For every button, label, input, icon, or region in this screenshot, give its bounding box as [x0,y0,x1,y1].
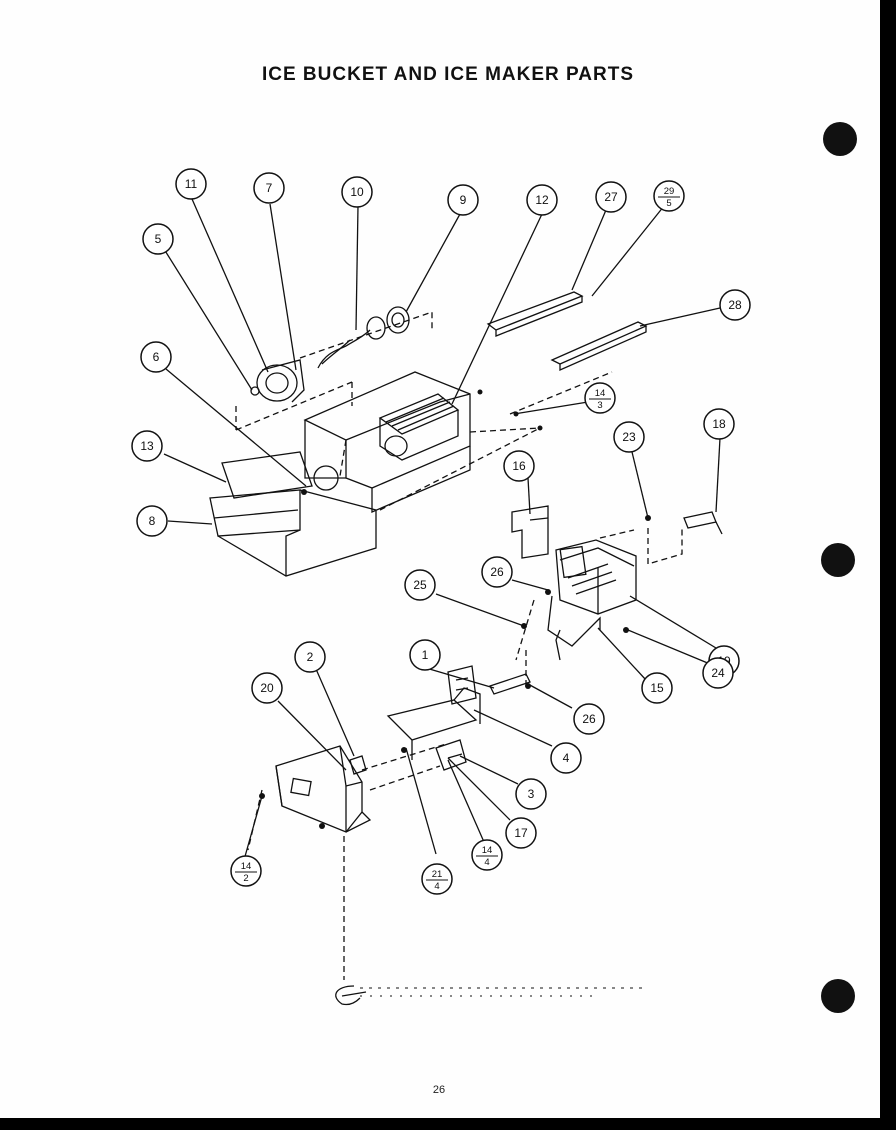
callout-12: 12 [526,184,558,216]
callout-20: 20 [251,672,283,704]
svg-text:6: 6 [153,350,160,364]
svg-text:2: 2 [243,873,248,884]
callout-10: 10 [341,176,373,208]
svg-text:21: 21 [432,869,443,880]
callout-3: 3 [515,778,547,810]
punch-hole-middle [821,543,855,577]
callout-9: 9 [447,184,479,216]
ice-bucket-assembly [209,371,471,577]
svg-text:26: 26 [582,712,596,726]
callout-16: 16 [503,450,535,482]
svg-text:8: 8 [149,514,156,528]
callout-17: 17 [505,817,537,849]
callout-26-lower: 26 [573,703,605,735]
svg-text:5: 5 [666,198,671,209]
svg-text:14: 14 [241,861,252,872]
page-title: ICE BUCKET AND ICE MAKER PARTS [261,64,634,85]
leader-lines [163,198,721,861]
svg-text:15: 15 [650,681,664,695]
svg-text:20: 20 [260,681,274,695]
svg-text:12: 12 [535,193,549,207]
drawing-sheet [0,0,880,1118]
callout-23: 23 [613,421,645,453]
svg-text:27: 27 [604,190,618,204]
callout-21-over-4: 21 4 [421,863,453,895]
callout-13: 13 [131,430,163,462]
svg-text:17: 17 [514,826,528,840]
svg-text:1: 1 [422,648,429,662]
punch-hole-bottom [821,979,855,1013]
callout-14-over-4: 14 4 [471,839,503,871]
svg-text:9: 9 [460,193,467,207]
callout-15: 15 [641,672,673,704]
svg-text:3: 3 [528,787,535,801]
svg-text:4: 4 [563,751,570,765]
callout-1: 1 [409,639,441,671]
fastener-dots [259,389,651,829]
svg-text:4: 4 [434,881,439,892]
callout-14-over-2: 14 2 [230,855,262,887]
callout-18: 18 [703,408,735,440]
callout-24: 24 [702,657,734,689]
svg-text:16: 16 [512,459,526,473]
svg-text:5: 5 [155,232,162,246]
svg-text:18: 18 [712,417,726,431]
control-housing-assembly [247,650,531,980]
callout-7: 7 [253,172,285,204]
callout-25: 25 [404,569,436,601]
ice-maker-assembly [511,505,723,661]
svg-text:14: 14 [595,388,606,399]
svg-text:29: 29 [664,186,675,197]
svg-text:2: 2 [307,650,314,664]
svg-text:24: 24 [711,666,725,680]
svg-text:28: 28 [728,298,742,312]
callouts: 11 7 10 9 12 27 5 28 6 13 8 16 23 18 26 … [131,168,751,895]
svg-text:25: 25 [413,578,427,592]
motor-and-auger-parts [235,306,433,431]
svg-text:23: 23 [622,430,636,444]
callout-2: 2 [294,641,326,673]
rail-parts [469,291,648,433]
callout-8: 8 [136,505,168,537]
callout-5: 5 [142,223,174,255]
callout-14-over-3: 14 3 [584,382,616,414]
callout-26-upper: 26 [481,556,513,588]
svg-text:14: 14 [482,845,493,856]
svg-text:3: 3 [597,400,602,411]
callout-27: 27 [595,181,627,213]
svg-text:26: 26 [490,565,504,579]
svg-text:7: 7 [266,181,273,195]
callout-28: 28 [719,289,751,321]
callout-29-over-5: 29 5 [653,180,685,212]
punch-hole-top [823,122,857,156]
svg-text:11: 11 [185,177,198,191]
callout-4: 4 [550,742,582,774]
page-number: 26 [432,1084,446,1096]
svg-text:4: 4 [484,857,489,868]
callout-6: 6 [140,341,172,373]
bottom-arrow [335,985,644,1006]
svg-text:10: 10 [350,185,364,199]
svg-text:13: 13 [140,439,154,453]
callout-11: 11 [175,168,207,200]
